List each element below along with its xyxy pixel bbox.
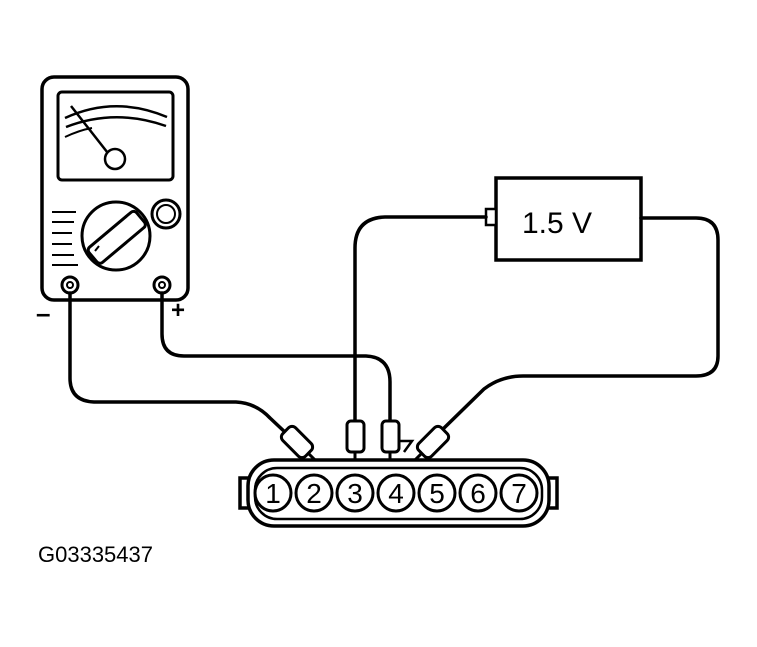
meter-needle [70, 105, 112, 158]
wire-battery-neg-to-pin3 [353, 215, 488, 425]
connector-pin-label: 5 [429, 478, 445, 509]
connector-pin-7 [499, 473, 539, 513]
plus-sign-label: + [171, 297, 185, 324]
minus-sign-label: – [36, 298, 50, 328]
connector-pin-label: 6 [470, 478, 486, 509]
meter-display [56, 90, 175, 182]
connector-pin-label: 3 [347, 478, 363, 509]
wires [68, 215, 720, 436]
wire-meter-plus-to-pin4 [160, 291, 392, 425]
wire-meter-minus-to-pin2 [68, 291, 289, 436]
selector-dial-icon[interactable] [80, 200, 152, 272]
connector-pin-3 [335, 473, 375, 513]
connector-pin-label: 1 [265, 478, 281, 509]
zero-adjust-inner-icon [156, 204, 176, 224]
connector-pin-label: 2 [306, 478, 322, 509]
plus-jack-hole-icon [158, 281, 166, 289]
minus-jack-icon[interactable] [60, 275, 80, 295]
meter-range-marks [52, 211, 78, 266]
connector-pin-label: 4 [388, 478, 404, 509]
meter-scale-inner [65, 116, 167, 129]
wire-battery-pos-to-pin4 [440, 216, 720, 432]
connector-pin-5 [417, 473, 457, 513]
multimeter [40, 75, 190, 302]
connection-mark-icon [398, 439, 415, 453]
meter-needle-pivot-icon [103, 147, 127, 171]
connector-pin-1 [253, 473, 293, 513]
minus-jack-hole-icon [66, 281, 74, 289]
selector-knob-icon[interactable] [86, 209, 147, 265]
figure-id: G03335437 [38, 542, 153, 567]
probe-pin3 [345, 419, 366, 474]
zero-adjust-icon[interactable] [150, 198, 182, 230]
plus-jack-icon[interactable] [152, 275, 172, 295]
probe-pin4-meter [380, 419, 401, 474]
connector-pin-2 [294, 473, 334, 513]
connector-pin-label: 7 [511, 478, 527, 509]
meter-body [40, 75, 190, 302]
connector-pin-6 [458, 473, 498, 513]
battery-voltage-label: 1.5 V [522, 207, 592, 240]
knob-grip-line [94, 245, 100, 252]
connector-pin-4 [376, 473, 416, 513]
